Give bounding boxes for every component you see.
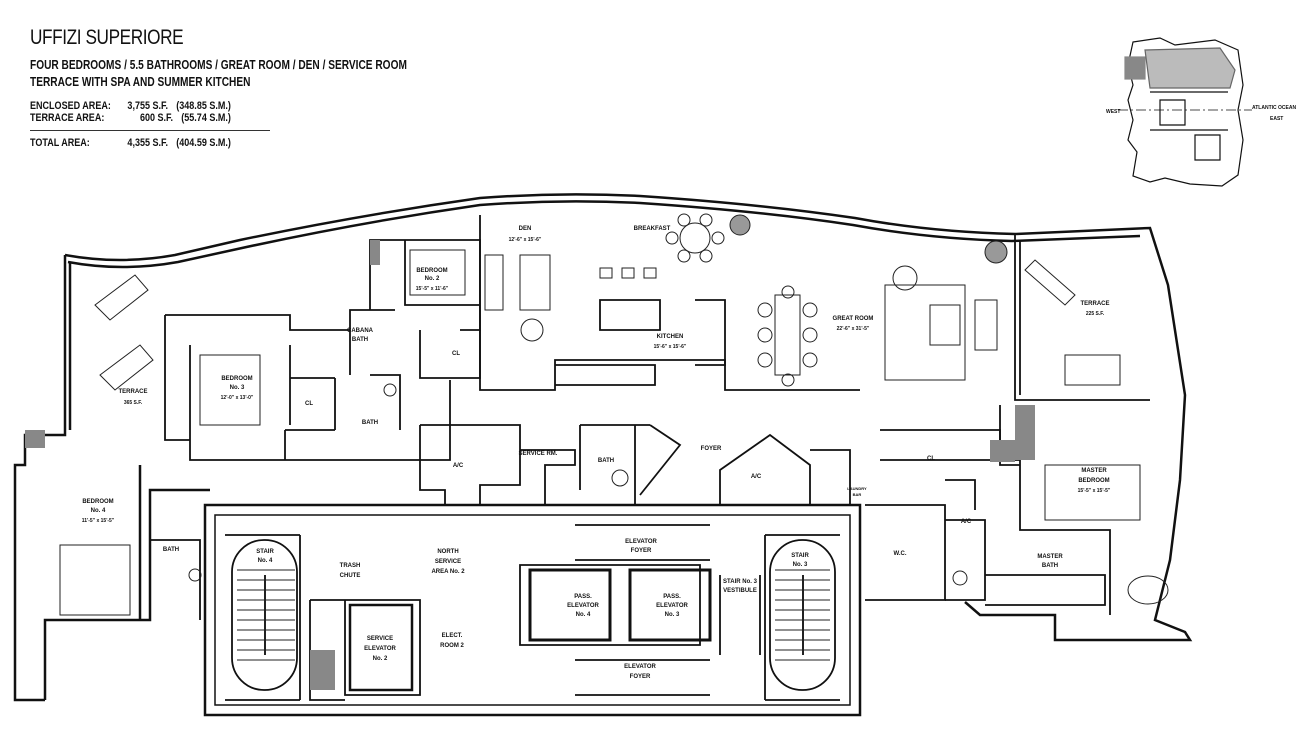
room-name-closet-master: CL (927, 456, 935, 462)
room-dim-bedroom-4: 11'-5" x 15'-5" (82, 518, 115, 524)
area-metric: (348.85 S.M.) (176, 100, 231, 112)
room-name-cabana: CABANA (347, 328, 374, 334)
room-name-stair-3: STAIR (791, 553, 809, 559)
room-name-breakfast: BREAKFAST (634, 226, 671, 232)
room-name-closet: CL (452, 351, 460, 357)
room-name-pass-elevator-3: PASS. (663, 594, 681, 600)
room-name-laundry-bar: BAR (853, 492, 862, 497)
exterior-walls (13, 193, 1193, 717)
room-name-foyer: FOYER (701, 446, 722, 452)
room-name-master-bath: MASTER (1037, 554, 1063, 560)
room-name-closet-b3: CL (305, 401, 313, 407)
room-name-elevator-foyer-bottom-2: FOYER (630, 674, 651, 680)
room-name-service-elevator: SERVICE (367, 636, 393, 642)
keyplan-east-label-2: EAST (1270, 116, 1283, 122)
room-name-trash-chute: CHUTE (340, 573, 361, 579)
room-name-pass-elevator-3-2: ELEVATOR (656, 603, 688, 609)
keyplan-east-label-1: ATLANTIC OCEAN (1252, 105, 1296, 111)
area-value: 4,355 S.F. (127, 137, 169, 149)
room-name-cabana-bath: BATH (352, 337, 368, 343)
keyplan-west-label: WEST (1106, 109, 1120, 115)
area-label: ENCLOSED AREA: (30, 100, 111, 112)
room-name-master-bath-2: BATH (1042, 563, 1058, 569)
room-name-trash: TRASH (340, 563, 361, 569)
room-name-bath-b3: BATH (362, 420, 378, 426)
room-name-bedroom-4-no: No. 4 (91, 508, 106, 514)
room-name-bedroom-2: BEDROOM (416, 268, 447, 274)
room-name-bedroom-4: BEDROOM (82, 499, 113, 505)
room-name-service-room: SERVICE RM. (519, 451, 558, 457)
room-name-bedroom-3: BEDROOM (221, 376, 252, 382)
unit-subtitle-line-1: FOUR BEDROOMS / 5.5 BATHROOMS / GREAT RO… (30, 57, 407, 72)
area-value: 600 S.F. (139, 112, 174, 124)
area-label: TOTAL AREA: (30, 137, 90, 149)
interior-walls (45, 215, 1150, 701)
room-name-great-room: GREAT ROOM (833, 316, 874, 322)
room-name-elevator-foyer-top-2: FOYER (631, 548, 652, 554)
room-name-laundry: LAUNDRY (847, 486, 867, 491)
room-name-master-bedroom: MASTER (1081, 468, 1107, 474)
unit-subtitle-line-2: TERRACE WITH SPA AND SUMMER KITCHEN (30, 74, 251, 89)
room-dim-den: 12'-6" x 15'-6" (509, 237, 542, 243)
area-metric: (55.74 S.M.) (181, 112, 231, 124)
room-name-north-service-2: SERVICE (435, 559, 461, 565)
room-name-wic: W.C. (894, 551, 907, 557)
room-name-pass-elevator-4: PASS. (574, 594, 592, 600)
room-name-stair-4-no: No. 4 (258, 558, 273, 564)
room-name-ac-3: A/C (961, 519, 972, 525)
area-row-enclosed: ENCLOSED AREA: 3,755 S.F. (348.85 S.M.) (30, 100, 231, 112)
key-plan (1118, 37, 1252, 187)
room-name-terrace-right: TERRACE (1080, 301, 1109, 307)
room-name-elect-room: ROOM 2 (440, 643, 464, 649)
room-dim-great-room: 22'-6" x 31'-5" (837, 326, 870, 332)
room-name-pass-elevator-3-3: No. 3 (665, 612, 680, 618)
room-name-pass-elevator-4-3: No. 4 (576, 612, 591, 618)
room-name-terrace-left: TERRACE (118, 389, 147, 395)
room-labels: DEN 12'-6" x 15'-6" BREAKFAST BEDROOM No… (82, 226, 1111, 680)
room-name-pass-elevator-4-2: ELEVATOR (567, 603, 599, 609)
area-divider (30, 130, 270, 131)
plan-header: UFFIZI SUPERIORE FOUR BEDROOMS / 5.5 BAT… (30, 26, 513, 90)
room-name-elevator-foyer-bottom: ELEVATOR (624, 664, 656, 670)
room-name-elect: ELECT. (442, 633, 463, 639)
room-name-stair-3-no: No. 3 (793, 562, 808, 568)
furniture (59, 213, 1169, 661)
room-name-service-elevator-2: ELEVATOR (364, 646, 396, 652)
room-dim-kitchen: 15'-6" x 15'-6" (654, 344, 687, 350)
room-name-elevator-foyer-top: ELEVATOR (625, 539, 657, 545)
room-name-bedroom-2-no: No. 2 (425, 276, 440, 282)
room-name-ac-2: A/C (751, 474, 762, 480)
room-dim-bedroom-3: 12'-0" x 13'-0" (221, 395, 254, 401)
room-name-stair-4: STAIR (256, 549, 274, 555)
room-name-stair-3-vestibule-2: VESTIBULE (723, 588, 757, 594)
structural-columns (25, 240, 1035, 690)
area-metric: (404.59 S.M.) (176, 137, 231, 149)
room-name-north-service: NORTH (437, 549, 458, 555)
unit-title: UFFIZI SUPERIORE (30, 26, 184, 49)
room-dim-bedroom-2: 15'-5" x 11'-6" (416, 286, 449, 292)
room-area-terrace-left: 365 S.F. (124, 400, 143, 406)
room-name-ac-1: A/C (453, 463, 464, 469)
area-row-total: TOTAL AREA: 4,355 S.F. (404.59 S.M.) (30, 137, 231, 149)
room-area-terrace-right: 225 S.F. (1086, 311, 1105, 317)
area-table: ENCLOSED AREA: 3,755 S.F. (348.85 S.M.) … (30, 100, 275, 149)
area-label: TERRACE AREA: (30, 112, 105, 124)
room-name-bath-service: BATH (598, 458, 614, 464)
room-name-master-bedroom-2: BEDROOM (1078, 478, 1109, 484)
room-name-bedroom-3-no: No. 3 (230, 385, 245, 391)
area-value: 3,755 S.F. (127, 100, 169, 112)
room-name-den: DEN (519, 226, 532, 232)
room-name-bath-b4: BATH (163, 547, 179, 553)
room-name-stair-3-vestibule: STAIR No. 3 (723, 579, 758, 585)
room-name-north-service-3: AREA No. 2 (431, 569, 465, 575)
room-name-kitchen: KITCHEN (657, 334, 684, 340)
area-row-terrace: TERRACE AREA: 600 S.F. (55.74 S.M.) (30, 112, 231, 124)
room-dim-master-bedroom: 15'-5" x 15'-5" (1078, 488, 1111, 494)
room-name-service-elevator-3: No. 2 (373, 656, 388, 662)
